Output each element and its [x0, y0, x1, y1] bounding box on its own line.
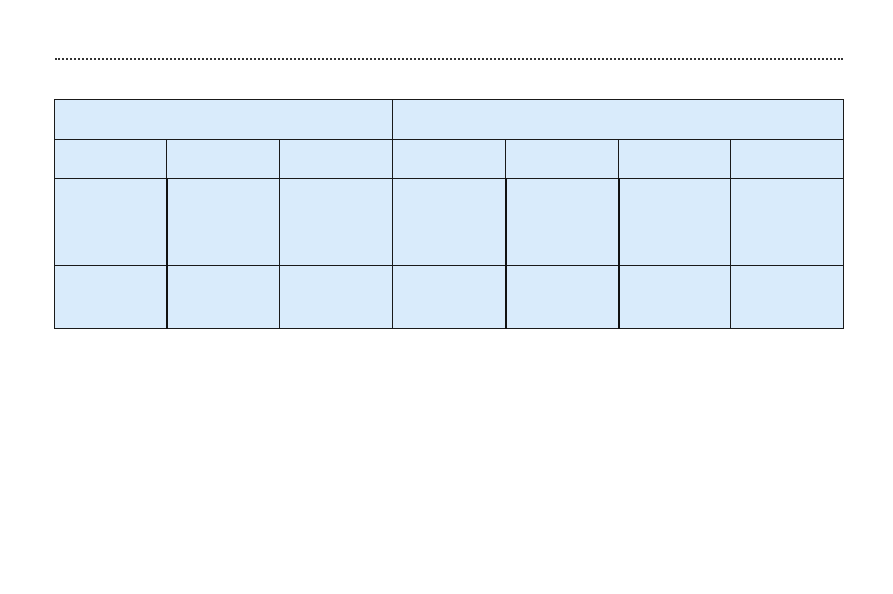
table-cell — [504, 265, 620, 329]
band-cell-right — [392, 99, 845, 140]
table-header-row — [54, 139, 845, 179]
table-cell — [617, 265, 732, 329]
header-cell — [618, 139, 732, 179]
header-cell — [505, 139, 620, 179]
table-cell — [278, 178, 394, 266]
table-cell — [54, 178, 167, 266]
header-cell — [166, 139, 280, 179]
dotted-divider — [55, 58, 843, 60]
table-cell — [392, 265, 507, 329]
table-row — [54, 265, 845, 329]
table-cell — [165, 178, 280, 266]
band-cell-left — [53, 99, 394, 140]
table-cell — [730, 265, 845, 329]
table-cell — [54, 265, 167, 329]
table-row — [54, 178, 845, 266]
data-table — [53, 99, 845, 329]
header-cell — [730, 139, 845, 179]
table-cell — [730, 178, 845, 266]
table-band-row — [53, 99, 845, 140]
header-cell — [278, 139, 394, 179]
header-cell — [54, 139, 167, 179]
table-cell — [392, 178, 507, 266]
table-cell — [617, 178, 732, 266]
table-cell — [504, 178, 620, 266]
header-cell — [392, 139, 507, 179]
table-cell — [165, 265, 280, 329]
table-cell — [278, 265, 394, 329]
